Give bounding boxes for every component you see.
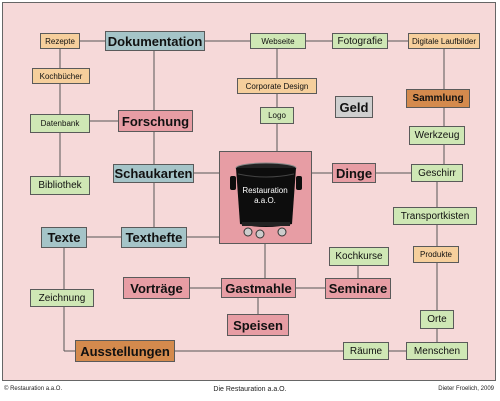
node-texte: Texte [41, 227, 87, 248]
node-corporate-design: Corporate Design [237, 78, 317, 94]
node-kochkurse: Kochkurse [329, 247, 389, 266]
footer-title: Die Restauration a.a.O. [213, 386, 287, 393]
footer-author: Dieter Froelich, 2009 [438, 386, 494, 392]
node-bibliothek: Bibliothek [30, 176, 90, 195]
center-box [219, 151, 312, 244]
node-logo: Logo [260, 107, 294, 124]
node-dinge: Dinge [332, 163, 376, 183]
node-dokumentation: Dokumentation [105, 31, 205, 51]
node-fotografie: Fotografie [332, 33, 388, 49]
node-werkzeug: Werkzeug [409, 126, 465, 145]
node-seminare: Seminare [325, 278, 391, 299]
node-webseite: Webseite [250, 33, 306, 49]
node-orte: Orte [420, 310, 454, 329]
pot-icon [230, 162, 302, 239]
node-gastmahle: Gastmahle [221, 278, 296, 298]
node-sammlung: Sammlung [406, 89, 470, 108]
node-speisen: Speisen [227, 314, 289, 336]
node-datenbank: Datenbank [30, 114, 90, 133]
node-rezepte: Rezepte [40, 33, 80, 49]
node-menschen: Menschen [406, 342, 468, 360]
center-label: Restauration a.a.O. [236, 186, 294, 206]
center-label-line1: Restauration [242, 186, 288, 195]
footer-copyright: © Restauration a.a.O. [4, 386, 63, 392]
node-zeichnung: Zeichnung [30, 289, 94, 307]
center-label-line2: a.a.O. [254, 196, 276, 205]
node-transportkisten: Transportkisten [393, 207, 477, 225]
node-produkte: Produkte [413, 246, 459, 263]
node-geschirr: Geschirr [411, 164, 463, 182]
node-vortraege: Vorträge [123, 277, 190, 299]
node-digitale-laufbilder: Digitale Laufbilder [408, 33, 480, 49]
node-raeume: Räume [343, 342, 389, 360]
node-schaukarten: Schaukarten [113, 164, 194, 183]
node-ausstellungen: Ausstellungen [75, 340, 175, 362]
node-texthefte: Texthefte [121, 227, 187, 248]
node-geld: Geld [335, 96, 373, 118]
node-forschung: Forschung [118, 110, 193, 132]
node-kochbuecher: Kochbücher [32, 68, 90, 84]
